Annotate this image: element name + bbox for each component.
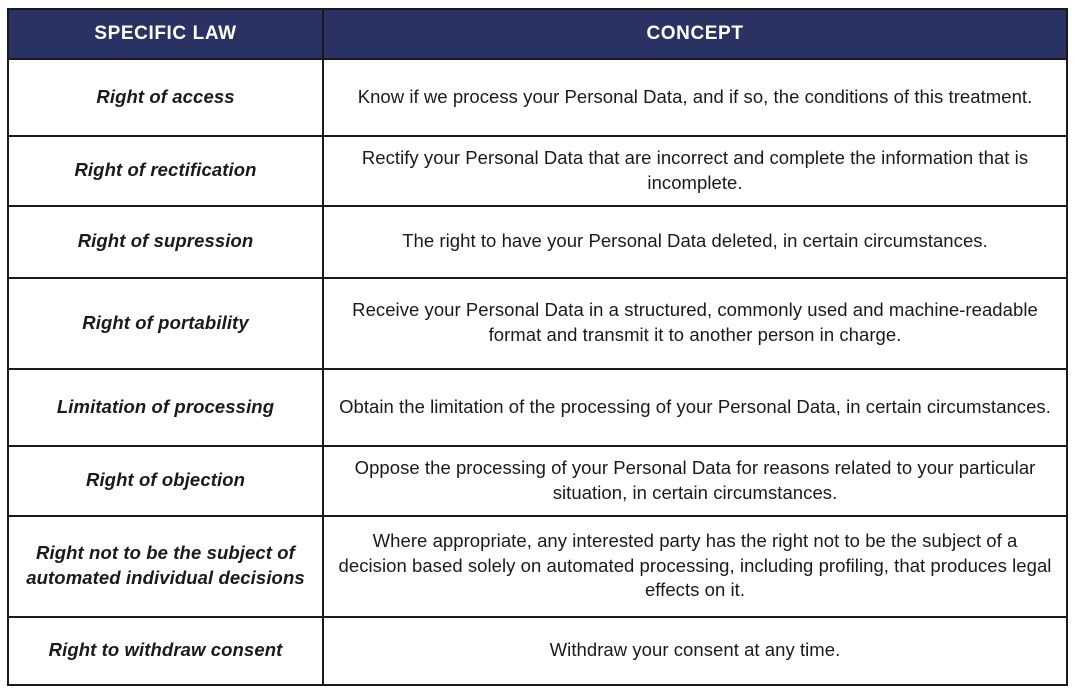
table-header: SPECIFIC LAW CONCEPT [7, 8, 1068, 60]
rights-table: SPECIFIC LAW CONCEPT Right of access Kno… [7, 8, 1068, 686]
law-cell: Right not to be the subject of automated… [7, 514, 324, 618]
concept-cell: Receive your Personal Data in a structur… [322, 276, 1068, 370]
table-row: Right of supression The right to have yo… [7, 204, 1068, 279]
law-cell: Right to withdraw consent [7, 615, 324, 686]
law-cell: Right of portability [7, 276, 324, 370]
law-cell: Right of rectification [7, 135, 324, 207]
table-row: Limitation of processing Obtain the limi… [7, 367, 1068, 447]
law-cell: Limitation of processing [7, 367, 324, 447]
column-header-concept: CONCEPT [322, 8, 1068, 60]
law-cell: Right of access [7, 58, 324, 137]
concept-cell: Oppose the processing of your Personal D… [322, 444, 1068, 517]
table-row: Right to withdraw consent Withdraw your … [7, 615, 1068, 686]
table-row: Right of portability Receive your Person… [7, 276, 1068, 370]
table-body: Right of access Know if we process your … [7, 58, 1068, 686]
header-row: SPECIFIC LAW CONCEPT [7, 8, 1068, 60]
table-row: Right of objection Oppose the processing… [7, 444, 1068, 517]
column-header-specific-law: SPECIFIC LAW [7, 8, 324, 60]
law-cell: Right of supression [7, 204, 324, 279]
concept-cell: The right to have your Personal Data del… [322, 204, 1068, 279]
concept-cell: Where appropriate, any interested party … [322, 514, 1068, 618]
concept-cell: Obtain the limitation of the processing … [322, 367, 1068, 447]
concept-cell: Withdraw your consent at any time. [322, 615, 1068, 686]
table-row: Right not to be the subject of automated… [7, 514, 1068, 618]
table-row: Right of rectification Rectify your Pers… [7, 135, 1068, 207]
table-row: Right of access Know if we process your … [7, 58, 1068, 137]
concept-cell: Rectify your Personal Data that are inco… [322, 135, 1068, 207]
law-cell: Right of objection [7, 444, 324, 517]
concept-cell: Know if we process your Personal Data, a… [322, 58, 1068, 137]
